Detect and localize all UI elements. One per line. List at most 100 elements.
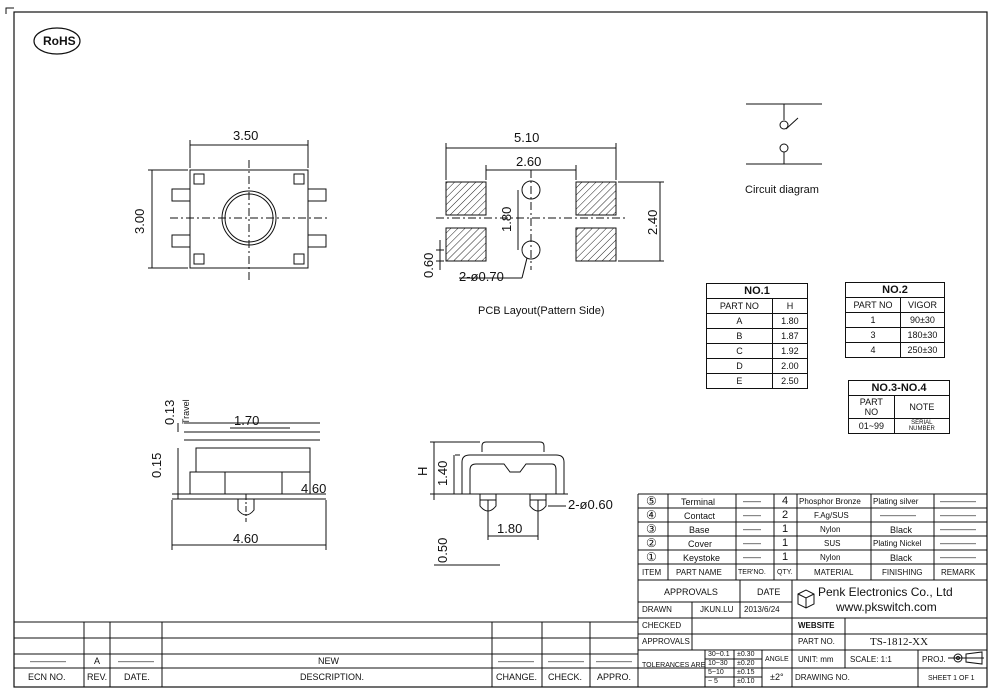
- table-header: NOTE: [893, 395, 951, 419]
- side-view: [171, 422, 327, 550]
- side-dim-460-right: 4.60: [301, 481, 327, 496]
- rev-header-check: CHECK.: [548, 672, 583, 682]
- tol-range: 10~30: [708, 660, 728, 667]
- sheet-border: [13, 11, 988, 688]
- rev-header-change: CHANGE.: [496, 672, 538, 682]
- table-header: VIGOR: [899, 297, 946, 313]
- unit: UNIT: mm: [798, 655, 834, 664]
- pcb-hole-callout: 2-ø0.70: [459, 269, 504, 284]
- table-header: H: [771, 298, 809, 314]
- circuit-diagram: [746, 103, 822, 165]
- tolerances-label: TOLERANCES ARE: [642, 662, 706, 669]
- part-no: TS-1812-XX: [870, 636, 929, 648]
- company-name: Penk Electronics Co., Ltd: [818, 585, 953, 599]
- scale: SCALE: 1:1: [850, 655, 892, 664]
- rohs-logo: [33, 27, 81, 55]
- pcb-dim-overall: 5.10: [514, 130, 540, 145]
- front-view: [430, 441, 568, 566]
- tol-value: ±0.20: [737, 660, 755, 667]
- tol-value: ±0.30: [737, 651, 755, 658]
- rev-check-dash: ————: [548, 656, 584, 666]
- angle-value: ±2°: [770, 672, 784, 682]
- drawn-date: 2013/6/24: [744, 605, 780, 614]
- rev-header-rev: REV.: [87, 672, 108, 682]
- drawing-no-label: DRAWING NO.: [795, 673, 850, 682]
- pcb-dim-height: 2.40: [645, 209, 660, 235]
- front-dim-140: 1.40: [435, 460, 450, 486]
- side-dim-015: 0.15: [149, 452, 164, 478]
- side-dim-170: 1.70: [234, 413, 260, 428]
- tol-range: ~ 5: [708, 678, 718, 685]
- pcb-layout: [436, 143, 664, 279]
- approvals-label: APPROVALS: [642, 637, 690, 646]
- pcb-caption: PCB Layout(Pattern Side): [478, 305, 605, 317]
- pcb-dim-pitch: 2.60: [516, 154, 542, 169]
- pcb-pad: [445, 227, 487, 262]
- side-travel-label: Travel: [181, 399, 191, 424]
- sheet-count: SHEET 1 OF 1: [928, 675, 975, 682]
- table-header: PART NO: [706, 298, 773, 314]
- front-dim-050: 0.50: [435, 537, 450, 563]
- table-no2-title: NO.2: [845, 282, 945, 298]
- drawn-label: DRAWN: [642, 605, 672, 614]
- front-dim-180: 1.80: [497, 521, 523, 536]
- drawn-by: JKUN.LU: [700, 605, 734, 614]
- approvals-header: APPROVALS: [664, 587, 718, 597]
- dim-height: 3.00: [132, 208, 147, 234]
- company-website: www.pkswitch.com: [836, 600, 937, 614]
- website-label: WEBSITE: [798, 621, 835, 630]
- pcb-pad: [445, 181, 487, 216]
- title-block-grid: [637, 493, 987, 687]
- part-no-label: PART NO.: [798, 637, 835, 646]
- table-header: PART NO: [845, 297, 901, 313]
- front-h-label: H: [415, 466, 430, 476]
- rev-change-dash: ————: [498, 656, 534, 666]
- proj-label: PROJ.: [922, 655, 946, 664]
- top-view: [148, 140, 330, 280]
- pcb-pad: [575, 227, 617, 262]
- rev-ecn-dash: ————: [30, 656, 66, 666]
- rev-value: A: [94, 656, 101, 666]
- tol-range: 30~0.1: [708, 651, 730, 658]
- rohs-logo-text: RoHS: [43, 34, 76, 48]
- side-dim-460: 4.60: [233, 531, 259, 546]
- front-peg-callout: 2-ø0.60: [568, 497, 613, 512]
- pcb-dim-pad: 0.60: [421, 252, 436, 278]
- tol-value: ±0.15: [737, 669, 755, 676]
- date-header: DATE: [757, 587, 781, 597]
- rev-header-date: DATE.: [124, 672, 150, 682]
- rev-appro-dash: ————: [596, 656, 632, 666]
- tol-value: ±0.10: [737, 678, 755, 685]
- checked-label: CHECKED: [642, 621, 682, 630]
- rev-date-dash: ————: [118, 656, 154, 666]
- angle-label: ANGLE: [765, 656, 789, 663]
- rev-header-description: DESCRIPTION.: [300, 672, 365, 682]
- tol-range: 5~10: [708, 669, 724, 676]
- revision-grid: [14, 621, 638, 687]
- rev-header-appro: APPRO.: [597, 672, 632, 682]
- pcb-dim-vspace: 1.80: [499, 206, 514, 232]
- pcb-pad: [575, 181, 617, 216]
- table-no34-title: NO.3-NO.4: [848, 380, 950, 396]
- dim-width: 3.50: [233, 128, 259, 143]
- side-dim-travel: 0.13: [162, 399, 177, 425]
- table-no1-title: NO.1: [706, 283, 808, 299]
- table-header: PART NO: [848, 395, 895, 419]
- rev-description: NEW: [318, 656, 339, 666]
- rev-header-ecn: ECN NO.: [28, 672, 66, 682]
- circuit-caption: Circuit diagram: [745, 184, 819, 196]
